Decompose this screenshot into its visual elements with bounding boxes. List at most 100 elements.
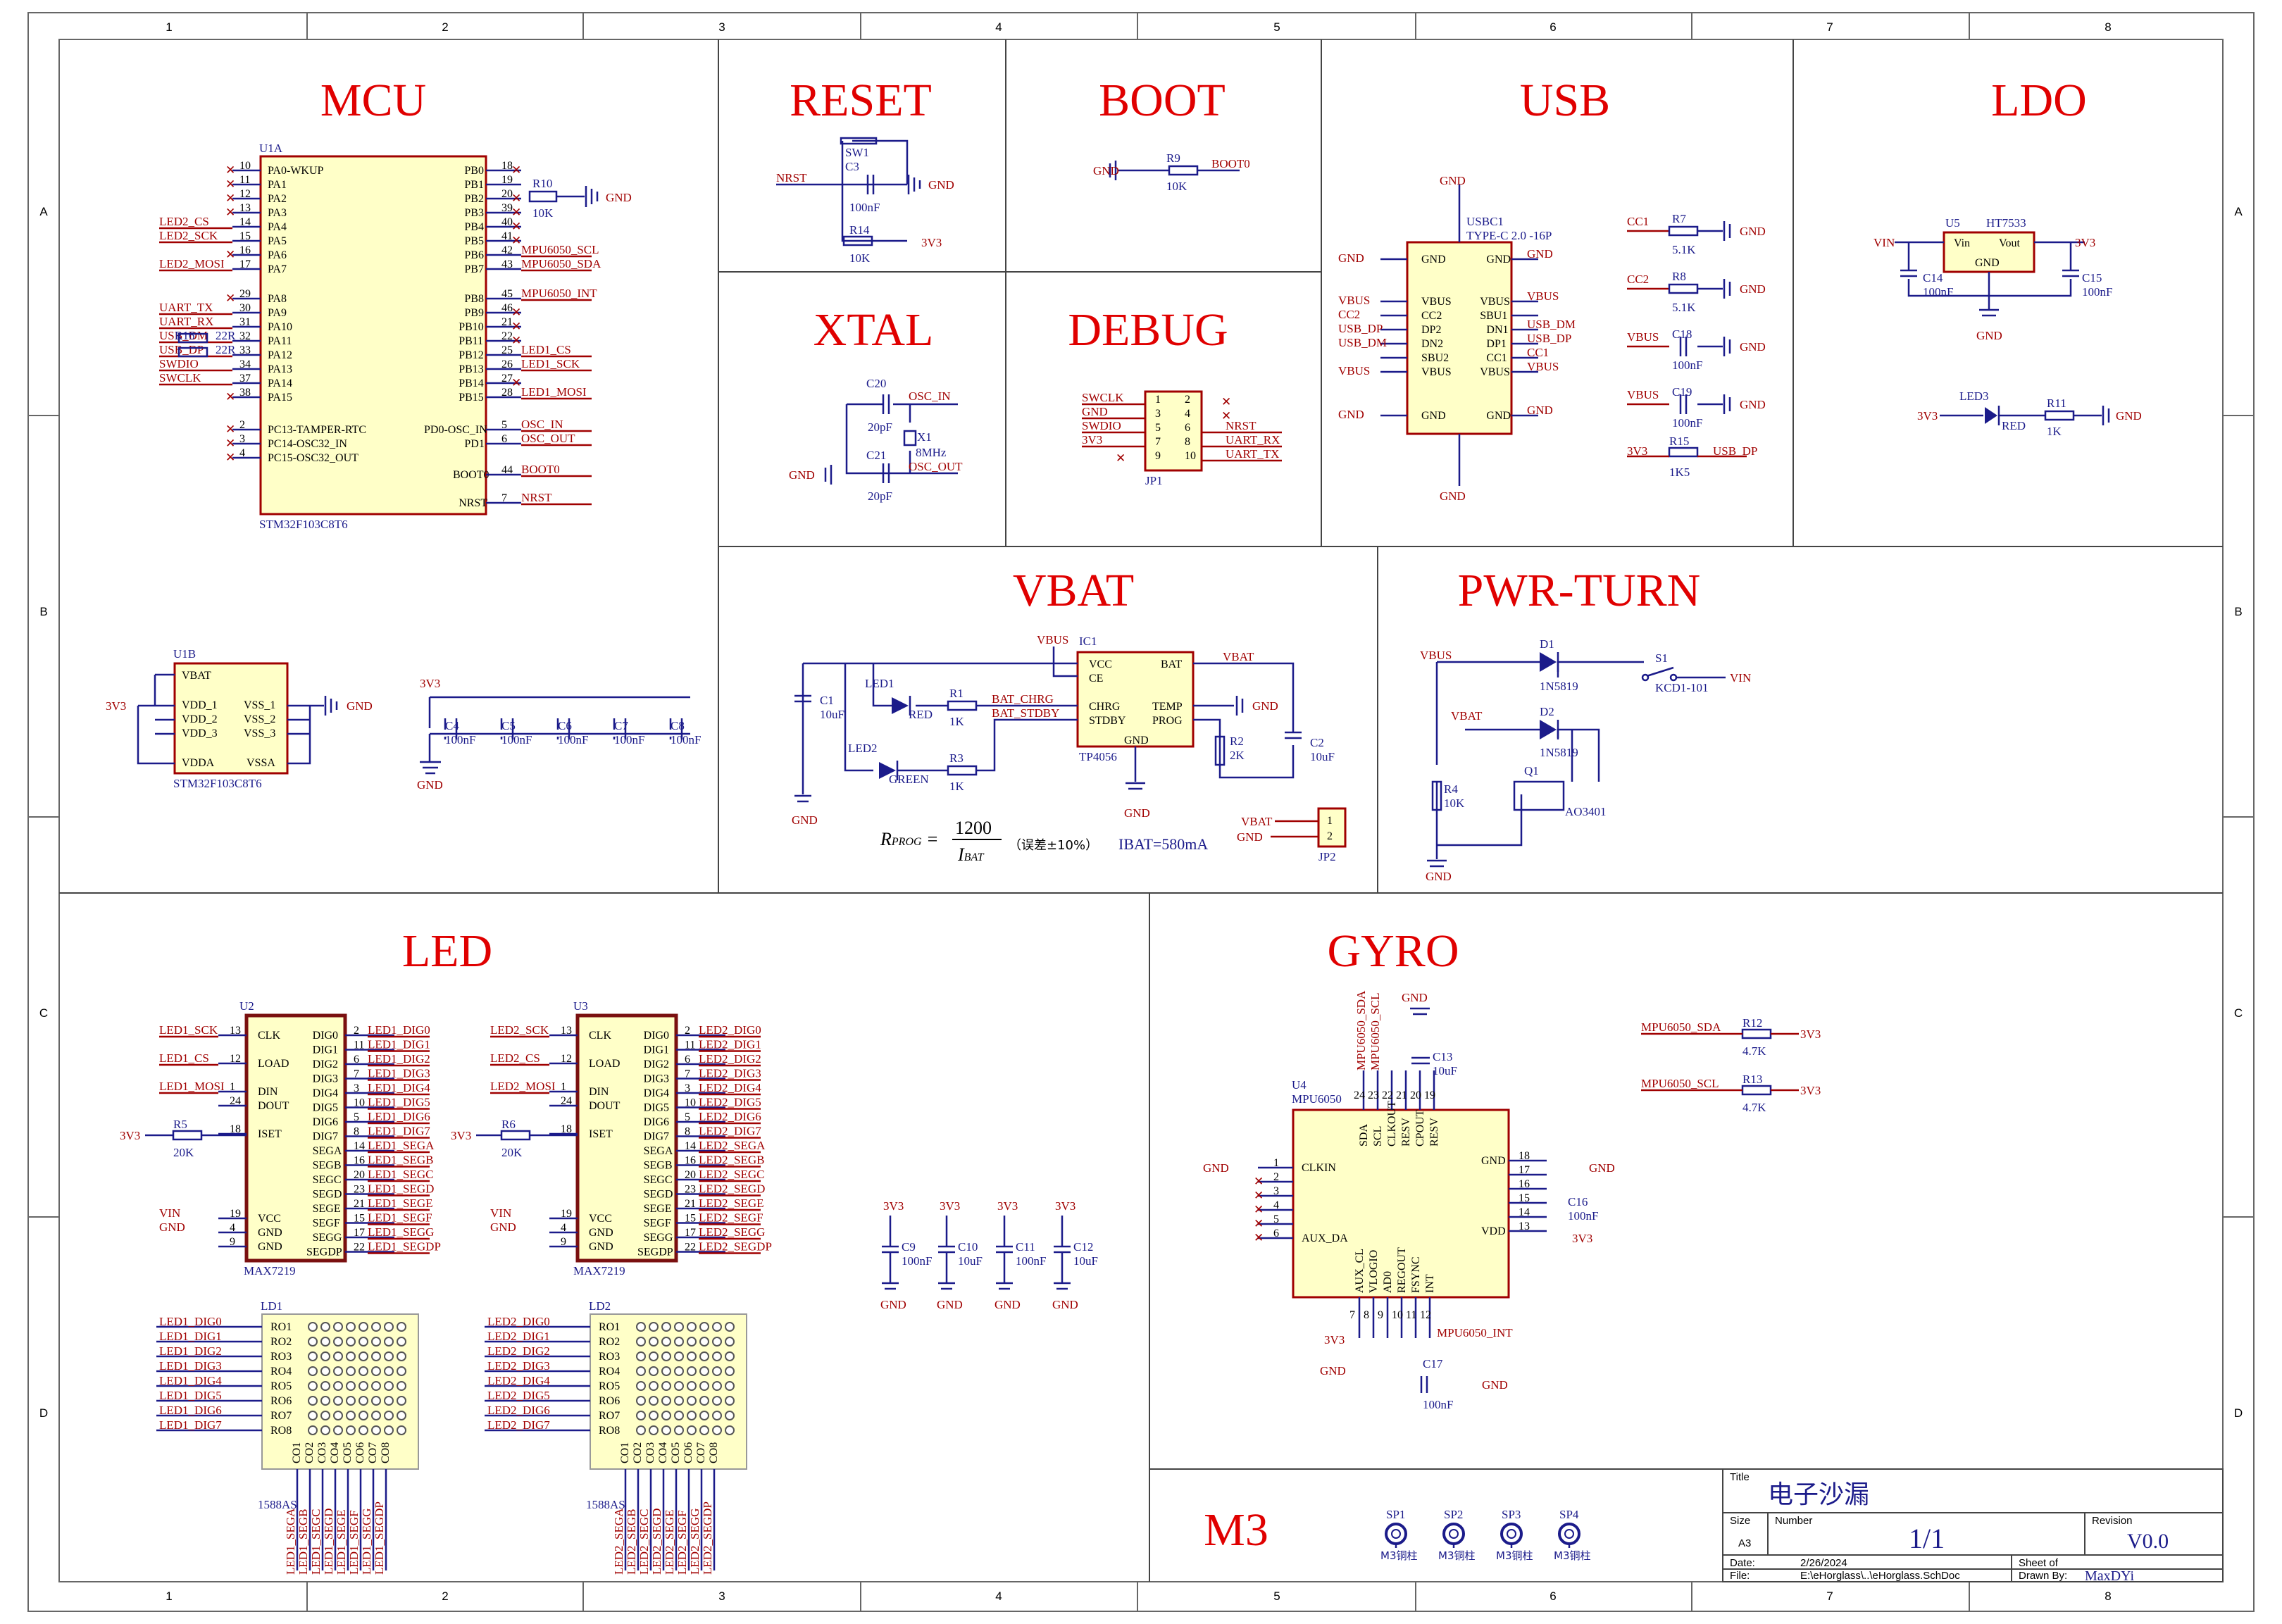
- usb-cc-net: VBUS: [1627, 388, 1659, 401]
- usb-left-net: VBUS: [1338, 294, 1370, 307]
- usb-pins: GNDGNDVBUSVBUSCC2CC2DP2USB_DPDN2USB_DMSB…: [1338, 185, 1576, 486]
- matrix-led-dot: [384, 1381, 394, 1391]
- matrix-col-label: CO5: [342, 1442, 354, 1463]
- stm32-u1a-body: [259, 155, 487, 516]
- mcu-left-pin-number: 4: [239, 447, 245, 459]
- max7219-left-net: LED1_CS: [159, 1051, 209, 1065]
- c2-value: 10uF: [1310, 750, 1335, 763]
- led2-diode: [879, 762, 896, 779]
- u1b-pin-vss1: VSS_1: [244, 699, 275, 711]
- matrix-led-dot: [384, 1322, 394, 1332]
- led1-color: RED: [909, 708, 933, 721]
- usb-cc-ref: C19: [1672, 385, 1692, 399]
- led-cap-value: 100nF: [902, 1254, 932, 1268]
- usb-right-net: USB_DP: [1527, 332, 1571, 345]
- c14-ref: C14: [1923, 271, 1943, 285]
- date-label: Date:: [1730, 1557, 1755, 1569]
- matrix-led-dot: [649, 1366, 659, 1376]
- usb-cc-value: 100nF: [1672, 358, 1702, 372]
- matrix-led-dot: [725, 1366, 735, 1376]
- r13-resistor: [1741, 1085, 1772, 1096]
- date-value: 2/26/2024: [1800, 1557, 1847, 1569]
- section-title-ldo: LDO: [1991, 75, 2087, 126]
- matrix-led-dot: [661, 1425, 671, 1435]
- led-cap-gnd: GND: [1052, 1298, 1078, 1311]
- mcu-left-pin-number: 14: [239, 216, 251, 228]
- matrix-led-dot: [712, 1351, 722, 1361]
- section-title-pwr-turn: PWR-TURN: [1458, 565, 1701, 616]
- u5-pin-gnd: GND: [1975, 257, 2000, 269]
- max7219-right-num: 3: [354, 1082, 359, 1094]
- max7219-right-pin: DIG4: [313, 1087, 338, 1099]
- max7219-left-net: GND: [490, 1220, 516, 1234]
- mcu-left-pin-label: PA2: [268, 193, 287, 205]
- matrix-led-dot: [358, 1351, 368, 1361]
- u3-ref: U3: [573, 999, 588, 1013]
- usb-right-pin-label: SBU1: [1480, 310, 1507, 322]
- usb-cc-ref: R8: [1672, 270, 1686, 283]
- mpu6050-right-num: 16: [1519, 1178, 1530, 1190]
- col-label: 7: [1826, 1589, 1833, 1603]
- mcu-right-pin-label: PB13: [459, 363, 484, 375]
- max7219-right-net: LED2_DIG6: [699, 1110, 761, 1123]
- max7219-left-num: 13: [230, 1025, 241, 1037]
- x1-crystal: [903, 430, 917, 446]
- mcu-left-pin-label: PA1: [268, 179, 287, 191]
- mcu-block: U1A STM32F103C8T6 PA0-WKUP10✕PA111✕PA212…: [106, 142, 701, 792]
- led2-color: GREEN: [889, 773, 929, 786]
- section-title-gyro: GYRO: [1327, 925, 1459, 977]
- mcu-right-pin-number: 19: [501, 174, 513, 186]
- mcu-left-pin-label: PA13: [268, 363, 292, 375]
- matrix-row-net: LED2_DIG6: [487, 1404, 550, 1417]
- mcu-right-pin-label: PB0: [464, 165, 484, 177]
- matrix-led-dot: [649, 1337, 659, 1347]
- led-cap-gnd: GND: [937, 1298, 963, 1311]
- ldo-3v3: 3V3: [2075, 236, 2095, 249]
- matrix-row-net: LED2_DIG7: [487, 1418, 550, 1432]
- max7219-right-net: LED2_SEGG: [699, 1225, 765, 1239]
- jp1-pin-even: 10: [1185, 450, 1196, 462]
- max7219-left-pin: LOAD: [258, 1058, 289, 1070]
- matrix-led-dot: [333, 1351, 343, 1361]
- usb-cc-value: 5.1K: [1672, 243, 1696, 256]
- mpu6050-right-num: 18: [1519, 1150, 1530, 1162]
- r6-resistor: [500, 1130, 531, 1141]
- mcu-right-pin-label: PB8: [464, 293, 484, 305]
- mcu-left-pin-number: 3: [239, 433, 245, 445]
- pwr-turn-block: VBUS VBAT D1 1N5819 D2 1N5819 S1 KCD1-10…: [1420, 637, 1751, 883]
- matrix-led-dot: [712, 1396, 722, 1406]
- max7219-right-num: 7: [685, 1068, 690, 1080]
- mcu-left-pin-label: PA10: [268, 321, 292, 333]
- matrix-col-label: CO3: [316, 1442, 328, 1463]
- mcu-left-pin-number: 33: [239, 344, 251, 356]
- matrix-led-dot: [725, 1411, 735, 1420]
- r10-value: 10K: [532, 206, 554, 220]
- mpu6050-left-num: 2: [1273, 1171, 1279, 1183]
- r1-resistor: [947, 700, 978, 711]
- u1b-pin-vdd2: VDD_2: [182, 713, 218, 725]
- r10-resistor: [528, 190, 558, 203]
- d2-ref: D2: [1540, 705, 1554, 718]
- r16-value: 22R: [216, 329, 236, 342]
- max7219-right-net: LED1_SEGF: [368, 1211, 432, 1225]
- vbat-block: IC1 TP4056 VCC CE CHRG STDBY BAT TEMP PR…: [792, 633, 1347, 865]
- mpu6050-bottom-pin: FSYNC: [1410, 1256, 1422, 1293]
- usb-block: USBC1 TYPE-C 2.0 -16P GNDGNDVBUSVBUSCC2C…: [1338, 174, 1766, 503]
- r1-value: 1K: [949, 715, 965, 728]
- mpu6050-bottom-num: 9: [1378, 1309, 1383, 1321]
- matrix-col-label: CO6: [354, 1442, 366, 1463]
- u1b-3v3-label: 3V3: [106, 699, 126, 713]
- max7219-right-net: LED2_DIG0: [699, 1023, 761, 1037]
- r11-resistor: [2044, 410, 2075, 421]
- mpu6050-right-pin: VDD: [1481, 1225, 1506, 1237]
- c15-value: 100nF: [2082, 285, 2112, 299]
- usb-left-net: VBUS: [1338, 364, 1370, 377]
- mpu6050-top-num: 23: [1368, 1089, 1379, 1101]
- r12-ref: R12: [1742, 1016, 1762, 1030]
- matrix-led-dot: [636, 1425, 646, 1435]
- u5-pin-vin: Vin: [1954, 237, 1970, 249]
- usb-cc-value: 5.1K: [1672, 301, 1696, 314]
- ic1-pin-temp: TEMP: [1152, 701, 1183, 713]
- max7219-right-pin: DIG1: [313, 1044, 338, 1056]
- mpu6050-top-num: 21: [1396, 1089, 1407, 1101]
